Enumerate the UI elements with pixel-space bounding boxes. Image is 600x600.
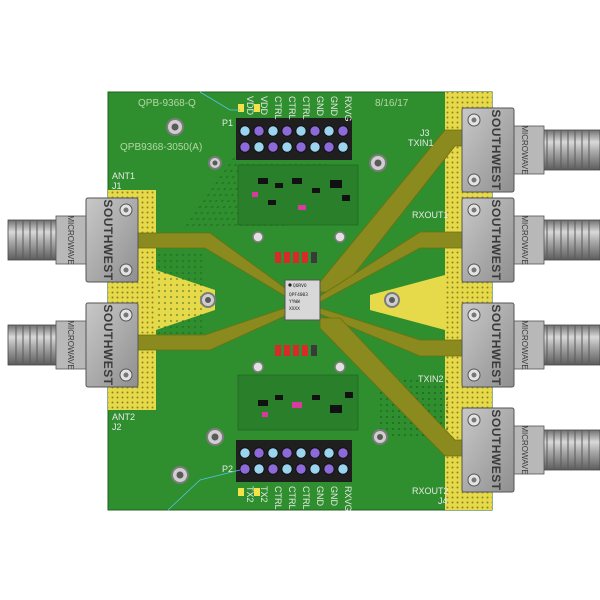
header-pin — [281, 125, 293, 137]
header-p1 — [236, 118, 352, 160]
label-j4: J4 — [438, 496, 448, 506]
connector-sub-label: MICROWAVE — [66, 215, 75, 264]
callout-lines — [167, 91, 241, 511]
header-pin — [295, 463, 307, 475]
bias-network-bottom — [237, 345, 359, 431]
header-pin — [239, 141, 251, 153]
connector-brand-label: SOUTHWEST — [489, 409, 503, 490]
header-pin — [323, 125, 335, 137]
header-pin-label: TX2 — [259, 486, 269, 503]
header-pin-label: GND — [315, 486, 325, 507]
label-ant2: ANT2 — [112, 412, 135, 422]
header-pin — [295, 125, 307, 137]
part-number-label: QPB9368-3050(A) — [120, 142, 202, 153]
header-pin — [337, 125, 349, 137]
header-pin-label: CTRL — [301, 96, 311, 120]
header-pin-label: CTRL — [273, 486, 283, 510]
header-pin — [309, 463, 321, 475]
label-p1: P1 — [222, 118, 233, 128]
sma-connector-txin2[interactable]: SOUTHWEST MICROWAVE — [461, 302, 600, 388]
label-rxout1: RXOUT1 — [412, 210, 449, 220]
sma-connector-ant2[interactable]: SOUTHWEST MICROWAVE — [7, 302, 139, 388]
header-pin — [253, 447, 265, 459]
header-pin-label: CTRL — [273, 96, 283, 120]
header-pin — [309, 125, 321, 137]
label-txin2: TXIN2 — [418, 374, 444, 384]
test-pads — [238, 104, 260, 496]
header-pin — [337, 463, 349, 475]
header-pin — [267, 447, 279, 459]
connector-brand-label: SOUTHWEST — [489, 109, 503, 190]
sma-connector-rxout1[interactable]: SOUTHWEST MICROWAVE — [461, 197, 600, 283]
header-pin — [281, 141, 293, 153]
header-pin — [323, 141, 335, 153]
header-pin — [253, 125, 265, 137]
label-j1: J1 — [112, 181, 122, 191]
header-pin-label: VDD — [245, 96, 255, 116]
header-pin-label: GND — [329, 486, 339, 507]
header-pin-label: RXVG — [343, 486, 353, 512]
label-rxout2: RXOUT2 — [412, 486, 449, 496]
connector-brand-label: SOUTHWEST — [489, 304, 503, 385]
label-p2: P2 — [222, 464, 233, 474]
header-pin — [323, 447, 335, 459]
label-j2: J2 — [112, 422, 122, 432]
header-pin-label: CTRL — [287, 486, 297, 510]
header-pin — [295, 141, 307, 153]
sma-connector-rxout2[interactable]: SOUTHWEST MICROWAVE — [461, 407, 600, 493]
connector-sub-label: MICROWAVE — [520, 125, 529, 174]
connector-sub-label: MICROWAVE — [520, 320, 529, 369]
header-pin — [267, 463, 279, 475]
header-pin — [253, 141, 265, 153]
header-pin — [239, 447, 251, 459]
header-pin — [239, 125, 251, 137]
label-txin1: TXIN1 — [408, 138, 434, 148]
header-pin-label: GND — [315, 96, 325, 117]
connector-brand-label: SOUTHWEST — [101, 304, 115, 385]
header-pin-label: GND — [329, 96, 339, 117]
header-pin — [337, 141, 349, 153]
chip-line3: XXXX — [289, 306, 300, 312]
header-pin — [253, 463, 265, 475]
part-id-label: QPB-9368-Q — [138, 98, 196, 109]
header-pin-label: CTRL — [287, 96, 297, 120]
header-pin-label: VDD — [259, 96, 269, 116]
connector-brand-label: SOUTHWEST — [101, 199, 115, 280]
connector-sub-label: MICROWAVE — [66, 320, 75, 369]
silkscreen: QPB-9368-Q QPB9368-3050(A) 8/16/17 ANT1 … — [112, 96, 449, 512]
header-pin — [295, 447, 307, 459]
chip-logo: QORVO — [293, 283, 307, 289]
header-pin — [267, 141, 279, 153]
mounting-holes — [166, 118, 400, 484]
date-label: 8/16/17 — [375, 98, 409, 109]
header-pin-label: TX2 — [245, 486, 255, 503]
header-pin-label: CTRL — [301, 486, 311, 510]
qpf4003-chip: QORVO QPF4003 YYWW XXXX — [284, 279, 321, 321]
header-pin — [281, 463, 293, 475]
bias-network-top — [237, 164, 359, 263]
chip-line2: YYWW — [289, 299, 300, 305]
connector-sub-label: MICROWAVE — [520, 425, 529, 474]
header-pin — [323, 463, 335, 475]
header-pin — [281, 447, 293, 459]
header-p2 — [236, 440, 352, 482]
header-pin — [239, 463, 251, 475]
chip-line1: QPF4003 — [289, 292, 308, 298]
connector-brand-label: SOUTHWEST — [489, 199, 503, 280]
header-pin — [309, 141, 321, 153]
sma-connector-ant1[interactable]: SOUTHWEST MICROWAVE — [7, 197, 139, 283]
header-pin — [337, 447, 349, 459]
header-pin — [309, 447, 321, 459]
header-pin-label: RXVG — [343, 96, 353, 122]
label-j3: J3 — [420, 128, 430, 138]
connector-sub-label: MICROWAVE — [520, 215, 529, 264]
sma-connector-txin1[interactable]: SOUTHWEST MICROWAVE — [461, 107, 600, 193]
header-pin — [267, 125, 279, 137]
label-ant1: ANT1 — [112, 171, 135, 181]
